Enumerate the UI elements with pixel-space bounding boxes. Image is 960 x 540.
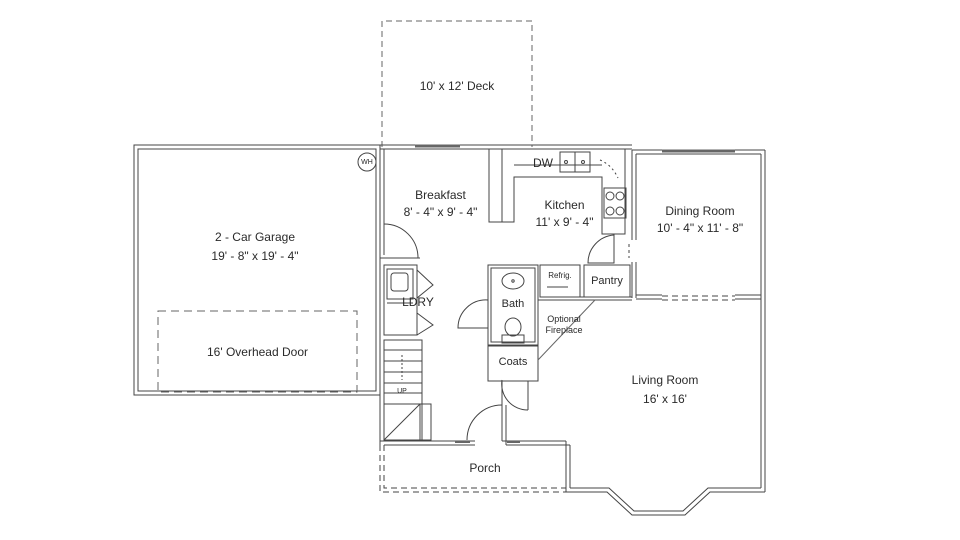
- coats-label: Coats: [498, 356, 528, 368]
- kitchen-counters: [488, 149, 627, 235]
- water-heater-label: WH: [361, 159, 373, 166]
- stairs-up-label: UP: [397, 388, 407, 395]
- laundry-label: LDRY: [402, 295, 434, 309]
- overhead-door-outline: [157, 310, 358, 393]
- garage-dims: 19' - 8" x 19' - 4": [211, 249, 299, 263]
- living-label: Living Room 16' x 16': [610, 373, 720, 407]
- water-heater-icon: [357, 152, 377, 172]
- dining-name: Dining Room: [665, 204, 735, 218]
- stairs: [383, 339, 432, 441]
- overhead-door-label: 16' Overhead Door: [206, 345, 308, 359]
- breakfast-name: Breakfast: [415, 188, 466, 202]
- fireplace-line2: Fireplace: [545, 325, 583, 335]
- door-swing-entry: [466, 404, 503, 441]
- pantry-label: Pantry: [591, 275, 623, 287]
- refrig-label: Refrig.: [548, 271, 572, 280]
- range-icon: [603, 187, 627, 219]
- dining-label: Dining Room 10' - 4" x 11' - 8": [640, 204, 760, 236]
- living-name: Living Room: [631, 373, 699, 387]
- door-swing-breakfast: [383, 223, 419, 259]
- living-dims: 16' x 16': [643, 392, 687, 406]
- house-walls: [379, 144, 766, 516]
- breakfast-label: Breakfast 8' - 4" x 9' - 4": [398, 188, 483, 220]
- garage-label: 2 - Car Garage 19' - 8" x 19' - 4": [180, 230, 330, 264]
- sink-bath-icon: [501, 272, 525, 290]
- bath-walls: [457, 264, 539, 346]
- kitchen-label: Kitchen 11' x 9' - 4": [527, 198, 602, 230]
- dishwasher-label: DW: [533, 156, 553, 170]
- kitchen-dims: 11' x 9' - 4": [535, 215, 594, 229]
- door-swing-pantry: [587, 234, 615, 264]
- deck-label: 10' x 12' Deck: [419, 79, 495, 93]
- deck-outline: [381, 20, 533, 147]
- kitchen-name: Kitchen: [544, 198, 585, 212]
- refrig-pantry: [538, 264, 632, 301]
- bath-label: Bath: [501, 298, 525, 310]
- laundry-area: [383, 264, 434, 336]
- dining-dims: 10' - 4" x 11' - 8": [656, 221, 744, 235]
- breakfast-dims: 8' - 4" x 9' - 4": [403, 205, 478, 219]
- fireplace-label: Optional Fireplace: [538, 314, 590, 336]
- porch-label: Porch: [469, 461, 501, 475]
- fireplace-line1: Optional: [547, 314, 581, 324]
- garage-name: 2 - Car Garage: [214, 230, 296, 244]
- toilet-icon: [504, 317, 522, 337]
